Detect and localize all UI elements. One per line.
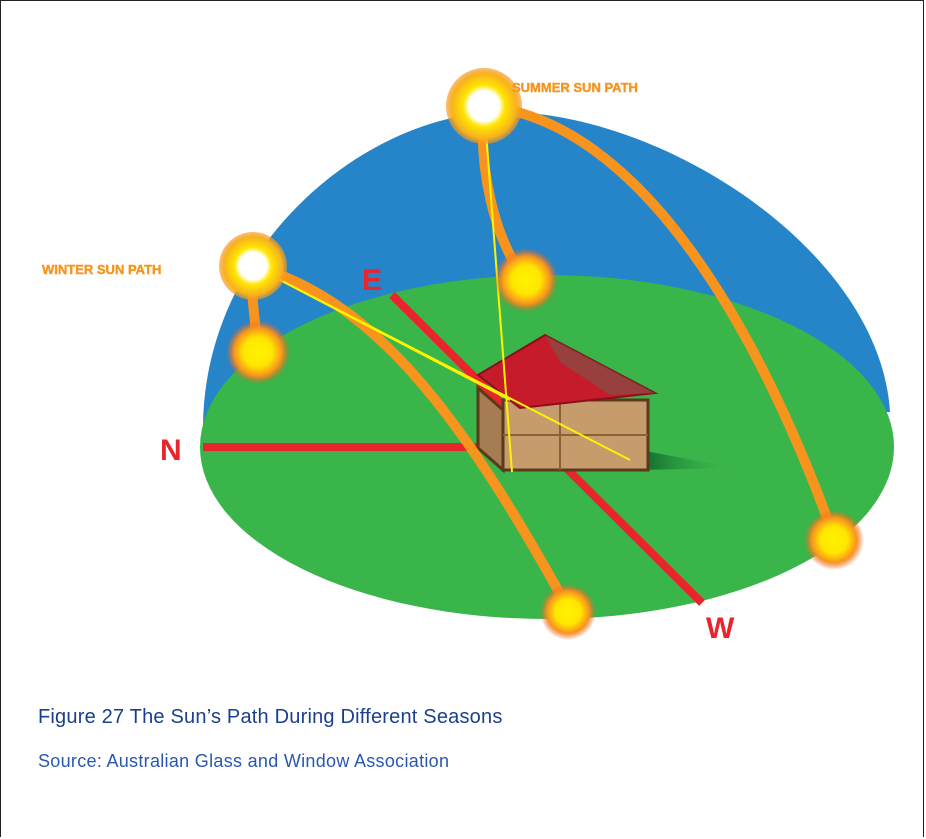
house [476, 333, 659, 474]
winter-path-label: WINTER SUN PATH [42, 262, 161, 277]
sun-winter-noon [226, 320, 290, 384]
summer-path-label: SUMMER SUN PATH [512, 80, 638, 95]
sun-winter-set [540, 584, 596, 640]
compass-east-label: E [362, 264, 382, 297]
compass-north-label: N [160, 434, 182, 467]
sun-summer-peak [446, 68, 522, 144]
house-shadow [640, 450, 735, 470]
sun-summer-noon [494, 248, 558, 312]
compass-west-label: W [706, 612, 735, 645]
winter-path-outer [248, 261, 575, 617]
sun-summer-set [804, 510, 864, 570]
figure-source: Source: Australian Glass and Window Asso… [38, 751, 450, 771]
sun-path-diagram: SUMMER SUN PATH WINTER SUN PATH N E W [42, 68, 894, 645]
figure-caption: Figure 27 The Sun’s Path During Differen… [38, 706, 503, 728]
sun-winter-peak [219, 232, 287, 300]
summer-path-outer [479, 101, 839, 542]
